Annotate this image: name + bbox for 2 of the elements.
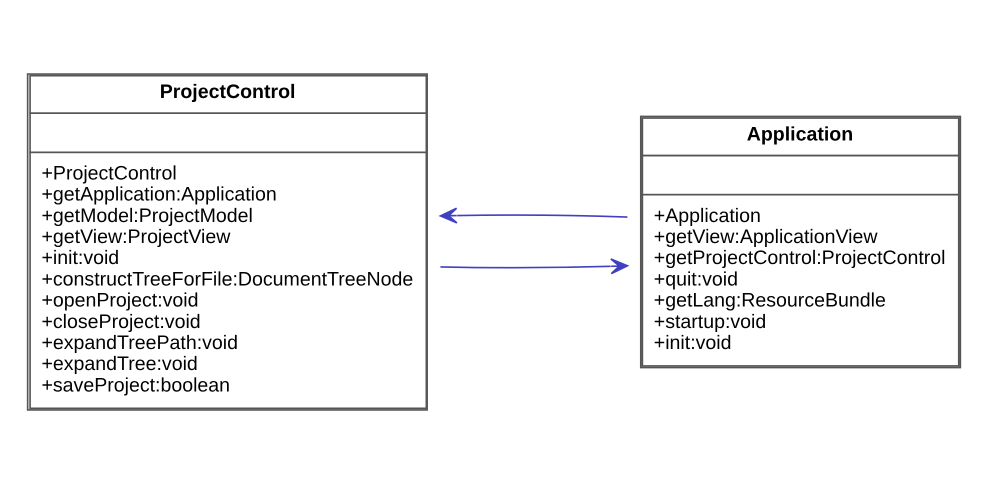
arrow	[440, 207, 628, 224]
arrow	[440, 258, 628, 274]
